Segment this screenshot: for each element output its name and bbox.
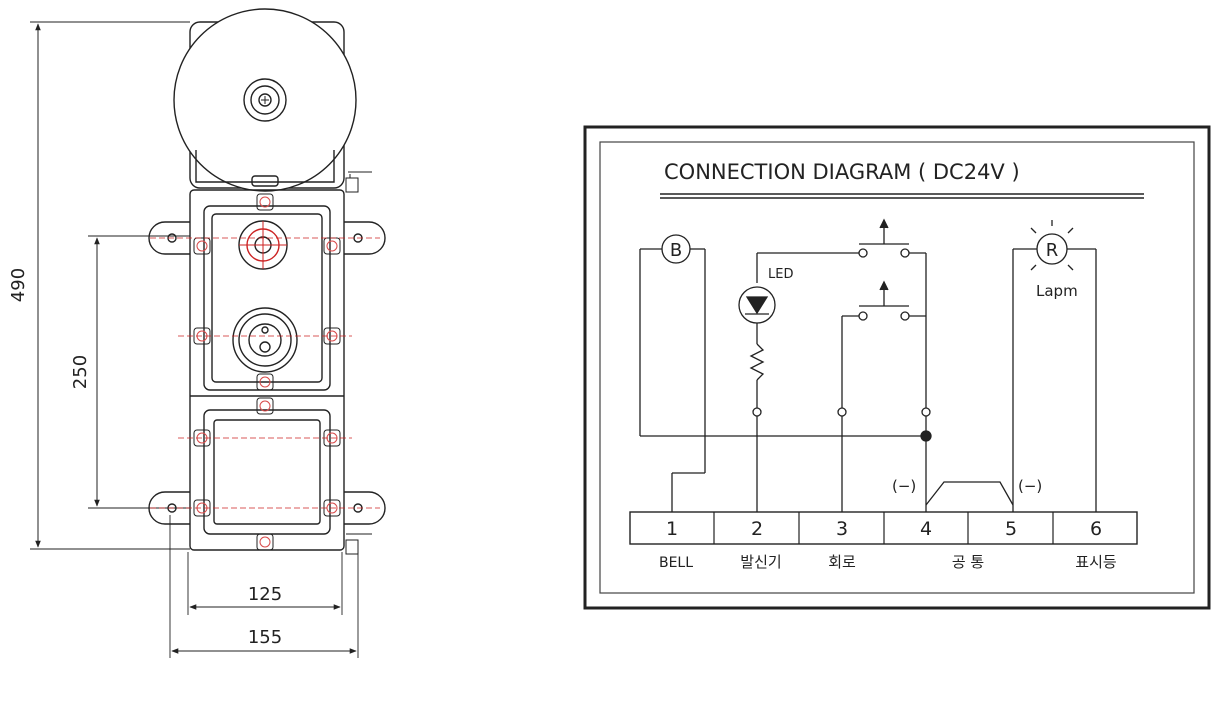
terminal-label-transmitter: 발신기: [740, 553, 781, 571]
bolt: [323, 237, 341, 255]
bolt: [193, 237, 211, 255]
indicator-lamp: [238, 220, 288, 270]
dim-125-label: 125: [248, 584, 282, 605]
bolt: [256, 193, 274, 211]
push-button: [232, 307, 298, 373]
terminal-number: 3: [836, 518, 848, 540]
diagram-title: CONNECTION DIAGRAM ( DC24V ): [664, 160, 1020, 184]
polarity-right: (−): [1018, 477, 1042, 495]
mechanical-drawing: [30, 8, 386, 658]
terminal-number: 4: [920, 518, 932, 540]
circuit-wiring: [639, 218, 1097, 512]
terminal-label-indicator: 표시등: [1075, 553, 1117, 571]
center-lines: [150, 237, 380, 509]
main-body: [189, 189, 345, 551]
terminal-label-common: 공 통: [952, 553, 984, 571]
terminal-label-bell: BELL: [659, 555, 693, 571]
bolt: [256, 397, 274, 415]
dim-250-label: 250: [70, 355, 91, 389]
bolt: [256, 533, 274, 551]
dim-490-label: 490: [8, 268, 29, 302]
dim-155-label: 155: [248, 627, 282, 648]
side-screw-bottom: [345, 533, 372, 555]
side-screw-top: [345, 171, 372, 193]
terminal-label-circuit: 회로: [828, 553, 856, 571]
connection-diagram: CONNECTION DIAGRAM ( DC24V ): [583, 125, 1211, 610]
bolt: [256, 373, 274, 391]
terminal-number: 5: [1005, 518, 1017, 540]
polarity-left: (−): [892, 477, 916, 495]
terminal-number: 1: [666, 518, 678, 540]
terminal-block: 1 2 3 4 5 6: [629, 511, 1138, 545]
bell-housing: [173, 8, 357, 192]
terminal-number: 2: [751, 518, 763, 540]
lamp-label: Lapm: [1036, 282, 1078, 300]
lamp-symbol: R: [1046, 240, 1059, 261]
terminal-number: 6: [1090, 518, 1102, 540]
mounting-ears: [148, 221, 386, 525]
dimension-250: [88, 235, 190, 509]
dimension-125: [187, 552, 343, 615]
dimension-155: [169, 515, 359, 658]
dimension-490: [30, 21, 190, 550]
bell-symbol: B: [670, 240, 682, 261]
led-label: LED: [768, 267, 793, 282]
